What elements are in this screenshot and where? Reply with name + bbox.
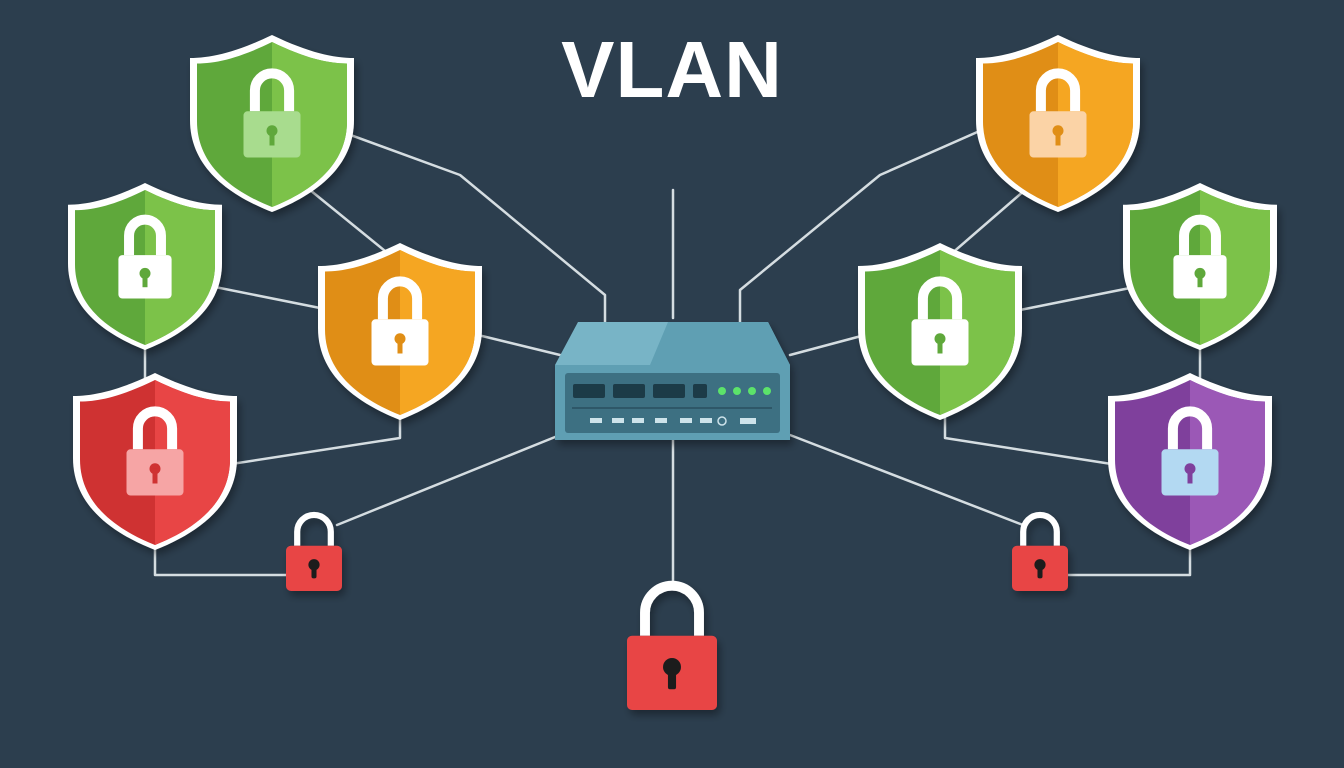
shield-orange-inner-left-lock-shackle <box>377 276 423 320</box>
shield-orange-inner-left <box>318 243 482 420</box>
shield-orange-inner-left-lock-keyslot <box>397 338 403 354</box>
connection-line-8 <box>153 543 297 577</box>
shield-green-inner-right <box>858 243 1022 420</box>
network-switch-port-2 <box>613 384 645 398</box>
network-switch-slot-2 <box>612 418 624 423</box>
network-switch-power-icon <box>717 416 727 426</box>
connection-line-5 <box>223 416 402 467</box>
padlock-large-bottom-keyslot <box>667 666 677 690</box>
shield-green-mid-right-lock-keyslot <box>1197 273 1203 288</box>
connection-line-3 <box>203 283 332 312</box>
connection-line-14 <box>788 333 867 357</box>
padlock-small-left-shackle <box>294 511 334 546</box>
shield-green-mid-right <box>1123 183 1277 350</box>
network-switch-port-4 <box>693 384 707 398</box>
shield-purple-bottom-right-lock-keyslot <box>1187 468 1193 484</box>
connection-line-6 <box>335 433 562 527</box>
padlock-small-right-shackle <box>1020 511 1060 546</box>
shield-purple-bottom-right-lock-shackle <box>1167 406 1213 450</box>
shield-green-mid-left-lock-keyslot <box>142 273 148 288</box>
diagram-title: VLAN <box>561 25 783 114</box>
shield-red-bottom-left <box>73 373 237 550</box>
shield-green-mid-left-lock-shackle <box>124 214 166 256</box>
shield-orange-top-right-lock-shackle <box>1035 68 1081 112</box>
network-switch-vent <box>740 418 756 424</box>
shield-green-top-left-lock-shackle <box>249 68 295 112</box>
network-switch-slot-3 <box>632 418 644 423</box>
network-switch-port-1 <box>573 384 605 398</box>
shield-green-top-left-lock-keyslot <box>269 130 275 146</box>
shield-orange-top-right-lock-keyslot <box>1055 130 1061 146</box>
shield-green-top-left <box>190 35 354 212</box>
shield-red-bottom-left-lock-keyslot <box>152 468 158 484</box>
padlock-small-right <box>1012 511 1068 591</box>
padlock-large-bottom-keyhole <box>663 657 681 676</box>
network-switch-slot-5 <box>680 418 692 423</box>
shield-orange-top-right <box>976 35 1140 212</box>
network-switch-slot-4 <box>655 418 667 423</box>
network-switch-led-1 <box>718 387 726 395</box>
shield-green-mid-right-lock-shackle <box>1179 214 1221 256</box>
network-switch-led-3 <box>748 387 756 395</box>
network-switch-led-4 <box>763 387 771 395</box>
network-switch-slot-6 <box>700 418 712 423</box>
network-switch-slot-1 <box>590 418 602 423</box>
network-switch-port-3 <box>653 384 685 398</box>
connection-line-16 <box>788 433 1025 527</box>
padlock-small-left <box>286 511 342 591</box>
padlock-small-right-keyslot <box>1037 564 1043 579</box>
padlock-large-bottom <box>627 580 717 710</box>
padlock-small-left-keyslot <box>311 564 317 579</box>
connection-line-2 <box>308 188 392 257</box>
connection-line-15 <box>943 416 1120 467</box>
shield-green-mid-left <box>68 183 222 350</box>
shield-red-bottom-left-lock-shackle <box>132 406 178 450</box>
connection-line-18 <box>1058 543 1192 577</box>
connection-lines <box>143 120 1202 584</box>
shield-green-inner-right-lock-shackle <box>917 276 963 320</box>
padlock-large-bottom-shackle <box>640 580 704 636</box>
nodes-layer <box>68 35 1277 710</box>
connection-line-4 <box>476 333 562 357</box>
network-switch <box>555 322 790 440</box>
connection-line-13 <box>1018 283 1147 312</box>
shield-purple-bottom-right <box>1108 373 1272 550</box>
network-switch-top-shade <box>650 322 790 365</box>
shield-green-inner-right-lock-keyslot <box>937 338 943 354</box>
connection-line-12 <box>948 188 1027 257</box>
network-switch-led-2 <box>733 387 741 395</box>
